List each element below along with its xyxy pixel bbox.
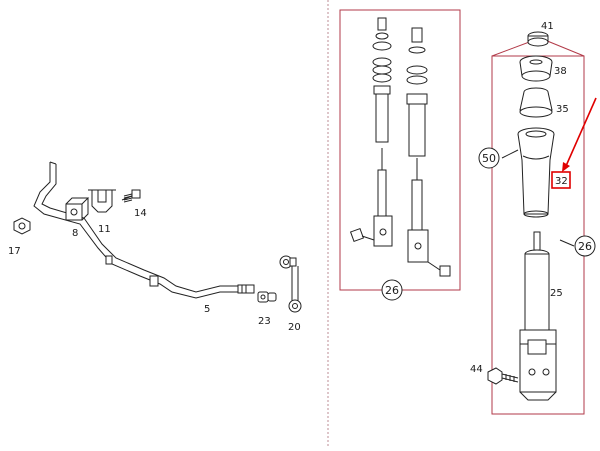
bar-clamp [105,255,113,265]
label-8: 8 [72,228,78,239]
stabilizer-bar [33,162,248,299]
strut-left-column [349,17,393,247]
strut-right-column [406,27,451,277]
label-38: 38 [554,66,567,77]
label-41: 41 [541,21,554,32]
label-25: 25 [550,288,563,299]
part-35-bump-stop [519,87,553,118]
stabilizer-bar-assembly: 17 8 11 14 5 23 20 [8,161,302,333]
part-20-link-rod [279,255,302,313]
part-25-shock-absorber [519,231,557,401]
part-23-nut [257,291,277,303]
highlight-32: 32 [551,97,597,189]
strut-exploded-view: 50 26 41 38 35 25 44 32 [470,21,597,415]
part-38-mount [519,55,553,82]
part-17-nut [13,217,31,235]
label-26-exploded: 26 [578,240,592,253]
label-17: 17 [8,246,21,257]
part-32-dust-boot [517,127,555,218]
bar-clamp [149,275,159,287]
label-26-group: 26 [385,284,399,297]
strut-group-frame [339,9,461,291]
exploded-frame [491,55,585,415]
strut-group-callout: 26 [381,279,403,301]
leader-26 [559,239,575,247]
label-14: 14 [134,208,147,219]
callout-26: 26 [574,235,596,257]
strut-group: 26 [339,9,461,301]
label-32: 32 [555,176,568,187]
label-44: 44 [470,364,483,375]
label-11: 11 [98,224,111,235]
part-44-bolt [487,367,519,385]
label-5: 5 [204,304,210,315]
label-20: 20 [288,322,301,333]
label-23: 23 [258,316,271,327]
leader-50 [501,149,519,159]
callout-50: 50 [478,147,500,169]
highlight-arrowhead [562,162,570,172]
label-35: 35 [556,104,569,115]
part-41-nut [527,31,549,47]
part-14-bolt [121,189,141,203]
bar-end-cap [49,161,57,165]
label-50: 50 [482,152,496,165]
part-8-bushing [65,197,90,221]
stabilizer-bar-outline [41,164,248,293]
part-11-bracket [88,189,116,213]
highlight-arrow [565,97,597,167]
